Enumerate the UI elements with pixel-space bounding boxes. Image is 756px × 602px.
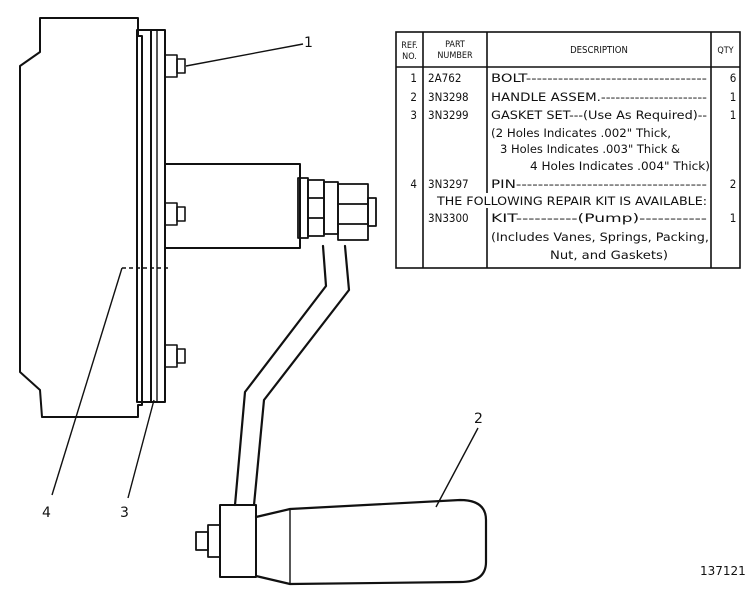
header-qty: QTY	[717, 46, 733, 56]
header-ref-line2: NO.	[402, 52, 417, 62]
cell-description: HANDLE ASSEM.----------------------	[491, 90, 707, 104]
leader-3	[127, 399, 155, 499]
cell-qty: 1	[730, 211, 737, 225]
handle-hub	[219, 504, 257, 578]
header-ref-line1: REF.	[401, 41, 418, 51]
cell-part: 3N3299	[428, 108, 469, 122]
cell-qty: 6	[730, 71, 737, 85]
cell-description: KIT----------(Pump)-----------	[491, 211, 707, 225]
cell-description: PIN-----------------------------------	[491, 177, 707, 191]
table-row: 1 2A762 BOLT----------------------------…	[410, 71, 736, 85]
cell-description-cont: Nut, and Gaskets)	[550, 248, 668, 262]
cell-qty: 1	[730, 108, 737, 122]
cell-description-cont: 4 Holes Indicates .004" Thick)	[530, 159, 710, 173]
cell-description: GASKET SET---(Use As Required)--	[491, 108, 707, 122]
cell-description-cont: (2 Holes Indicates .002" Thick,	[491, 126, 671, 140]
table-row: 3N3300 KIT----------(Pump)----------- 1	[428, 211, 736, 225]
figure-number: 137121	[700, 564, 746, 578]
leader-2	[435, 427, 479, 508]
callout-leaders	[51, 43, 479, 508]
callout-2: 2	[474, 411, 483, 427]
cell-description: BOLT----------------------------------	[491, 71, 707, 85]
callout-4: 4	[42, 505, 51, 521]
cell-ref: 1	[410, 71, 417, 85]
handle-grip	[254, 498, 488, 586]
repair-kit-note: THE FOLLOWING REPAIR KIT IS AVAILABLE:	[436, 194, 707, 208]
callout-1: 1	[304, 35, 313, 51]
callout-3: 3	[120, 505, 129, 521]
cell-part: 2A762	[428, 71, 461, 85]
cell-ref: 3	[410, 108, 417, 122]
shaft-housing	[164, 163, 301, 249]
cell-qty: 1	[730, 90, 737, 104]
cell-qty: 2	[730, 177, 737, 191]
table-row: 3 3N3299 GASKET SET---(Use As Required)-…	[410, 108, 736, 122]
pump-drawing	[19, 17, 488, 586]
bolt-top	[164, 54, 186, 78]
header-part-line2: NUMBER	[437, 51, 473, 61]
parts-table: REF. NO. PART NUMBER DESCRIPTION QTY 1 2…	[395, 31, 741, 269]
callouts: 1 2 3 4	[42, 35, 483, 521]
header-part-line1: PART	[445, 40, 465, 50]
table-row: 2 3N3298 HANDLE ASSEM.------------------…	[410, 90, 736, 104]
cell-description-cont: 3 Holes Indicates .003" Thick &	[500, 142, 680, 156]
pump-body	[19, 17, 143, 418]
cell-part: 3N3297	[428, 177, 469, 191]
cell-part: 3N3300	[428, 211, 469, 225]
cell-ref: 2	[410, 90, 417, 104]
leader-4	[51, 267, 123, 496]
leader-1	[185, 43, 304, 67]
cell-ref: 4	[410, 177, 417, 191]
header-description: DESCRIPTION	[570, 45, 628, 56]
cell-part: 3N3298	[428, 90, 469, 104]
handle-arm	[233, 244, 328, 507]
cell-description-cont: (Includes Vanes, Springs, Packing,	[491, 230, 709, 244]
table-row: 4 3N3297 PIN----------------------------…	[410, 177, 736, 191]
bolt-middle	[164, 202, 186, 226]
bolt-bottom	[164, 344, 186, 368]
shaft-nut	[307, 179, 377, 241]
